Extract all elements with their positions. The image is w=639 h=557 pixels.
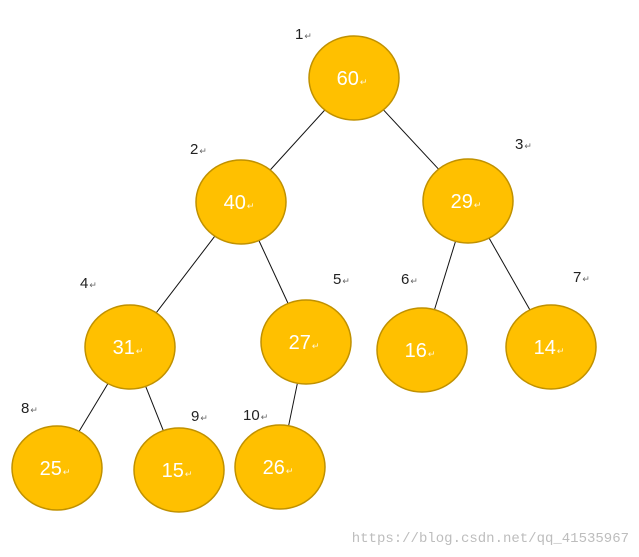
- index-label-4: 4↵: [80, 275, 97, 292]
- edge-2-5: [258, 240, 289, 304]
- return-mark-icon: ↵: [286, 466, 294, 476]
- return-mark-icon: ↵: [582, 274, 590, 284]
- edge-4-9: [145, 386, 164, 431]
- return-mark-icon: ↵: [360, 77, 368, 87]
- watermark-url: https://blog.csdn.net/qq_41535967: [351, 531, 629, 547]
- return-mark-icon: ↵: [89, 280, 97, 290]
- edge-1-2: [269, 109, 326, 171]
- return-mark-icon: ↵: [200, 413, 208, 423]
- index-label-5: 5↵: [333, 271, 350, 288]
- return-mark-icon: ↵: [474, 200, 482, 210]
- tree-node-4: 31↵: [84, 304, 176, 390]
- return-mark-icon: ↵: [312, 341, 320, 351]
- edge-2-4: [155, 235, 216, 314]
- node-circle: [505, 304, 597, 390]
- node-circle: [308, 35, 400, 121]
- tree-node-9: 15↵: [133, 427, 225, 513]
- node-circle: [195, 159, 287, 245]
- tree-node-2: 40↵: [195, 159, 287, 245]
- tree-edges: [78, 109, 531, 432]
- return-mark-icon: ↵: [304, 31, 312, 41]
- return-mark-icon: ↵: [247, 201, 255, 211]
- edge-1-3: [383, 109, 439, 170]
- node-circle: [234, 424, 326, 510]
- return-mark-icon: ↵: [199, 146, 207, 156]
- edge-4-8: [78, 383, 109, 432]
- index-label-9: 9↵: [191, 408, 208, 425]
- return-mark-icon: ↵: [524, 141, 532, 151]
- node-circle: [422, 158, 514, 244]
- node-circle: [260, 299, 352, 385]
- edge-5-10: [288, 383, 298, 426]
- index-label-3: 3↵: [515, 136, 532, 153]
- node-circle: [376, 307, 468, 393]
- node-circle: [11, 425, 103, 511]
- return-mark-icon: ↵: [30, 405, 38, 415]
- return-mark-icon: ↵: [557, 346, 565, 356]
- index-label-10: 10↵: [243, 407, 268, 424]
- return-mark-icon: ↵: [185, 469, 193, 479]
- node-circle: [133, 427, 225, 513]
- index-label-7: 7↵: [573, 269, 590, 286]
- return-mark-icon: ↵: [261, 412, 269, 422]
- index-label-6: 6↵: [401, 271, 418, 288]
- tree-node-6: 16↵: [376, 307, 468, 393]
- return-mark-icon: ↵: [136, 346, 144, 356]
- return-mark-icon: ↵: [428, 349, 436, 359]
- index-label-1: 1↵: [295, 26, 312, 43]
- tree-node-5: 27↵: [260, 299, 352, 385]
- edge-3-7: [488, 237, 531, 311]
- return-mark-icon: ↵: [63, 467, 71, 477]
- tree-node-7: 14↵: [505, 304, 597, 390]
- return-mark-icon: ↵: [342, 276, 350, 286]
- index-label-8: 8↵: [21, 400, 38, 417]
- tree-node-1: 60↵: [308, 35, 400, 121]
- tree-node-8: 25↵: [11, 425, 103, 511]
- node-circle: [84, 304, 176, 390]
- index-labels: 1↵ 2↵ 3↵ 4↵ 5↵ 6↵ 7↵ 8↵ 9↵ 10↵: [21, 26, 590, 425]
- edge-3-6: [434, 241, 456, 310]
- index-label-2: 2↵: [190, 141, 207, 158]
- tree-node-10: 26↵: [234, 424, 326, 510]
- tree-nodes: 60↵40↵ 29↵ 31↵ 27↵ 16↵ 14↵ 25↵ 15↵26↵: [11, 35, 597, 513]
- tree-node-3: 29↵: [422, 158, 514, 244]
- return-mark-icon: ↵: [410, 276, 418, 286]
